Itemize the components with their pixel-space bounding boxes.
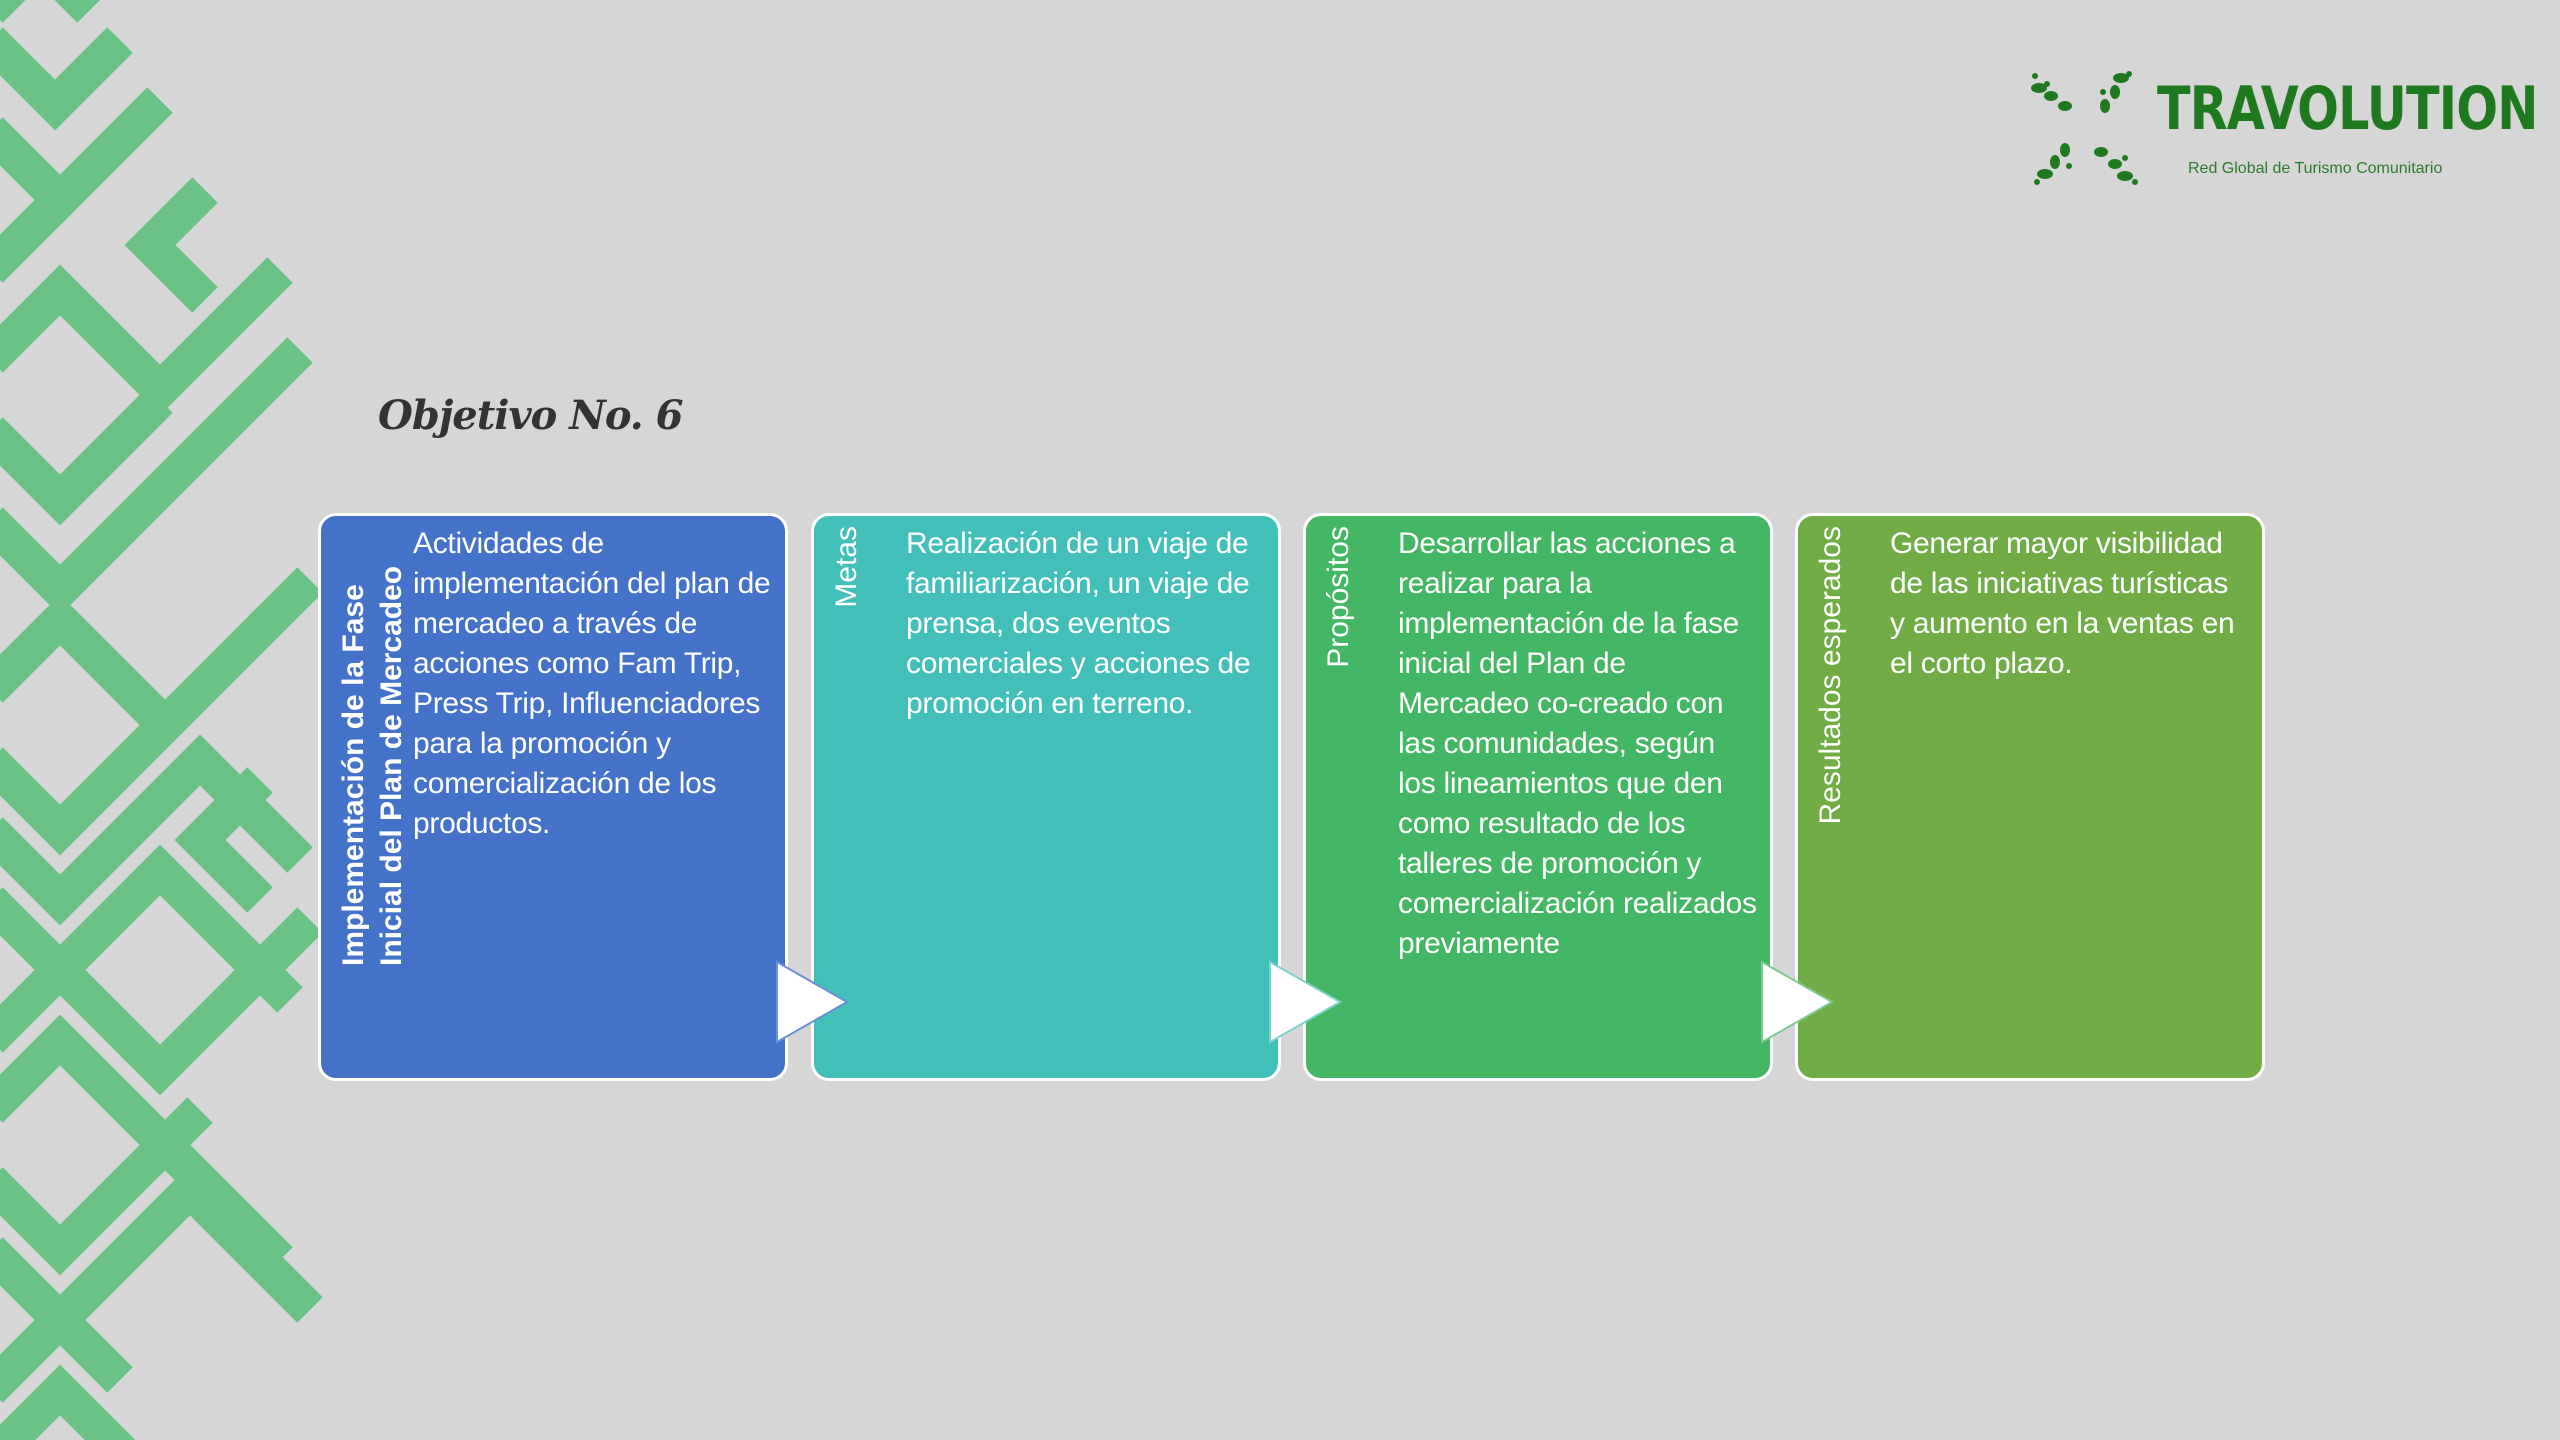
decorative-zigzag-pattern <box>0 0 323 1440</box>
play-arrow-icon <box>1761 960 1835 1044</box>
card-label: Propósitos <box>1322 526 1355 668</box>
card-implementation-phase: Implementación de la Fase Inicial del Pl… <box>318 513 788 1081</box>
card-label: Metas <box>830 526 863 608</box>
card-text: Realización de un viaje de familiarizaci… <box>906 527 1251 720</box>
footprints-icon <box>2031 71 2138 185</box>
play-arrow-icon <box>776 960 850 1044</box>
card-expected-results: Resultados esperados Generar mayor visib… <box>1795 513 2265 1081</box>
card-goals: Metas Realización de un viaje de familia… <box>811 513 1281 1081</box>
travolution-logo: TRAVOLUTION Red Global de Turismo Comuni… <box>2025 66 2538 196</box>
logo-name: TRAVOLUTION <box>2157 74 2538 144</box>
objective-title: Objetivo No. 6 <box>378 392 683 439</box>
card-label-text: Implementación de la Fase Inicial del Pl… <box>337 565 408 966</box>
card-text: Actividades de implementación del plan d… <box>413 527 771 840</box>
card-purposes: Propósitos Desarrollar las acciones a re… <box>1303 513 1773 1081</box>
card-text: Desarrollar las acciones a realizar para… <box>1398 527 1757 960</box>
play-arrow-icon <box>1269 960 1343 1044</box>
card-text: Generar mayor visibilidad de las iniciat… <box>1890 527 2235 680</box>
logo-tagline: Red Global de Turismo Comunitario <box>2188 160 2443 177</box>
card-label: Implementación de la Fase Inicial del Pl… <box>335 526 415 966</box>
card-label: Resultados esperados <box>1814 526 1847 825</box>
